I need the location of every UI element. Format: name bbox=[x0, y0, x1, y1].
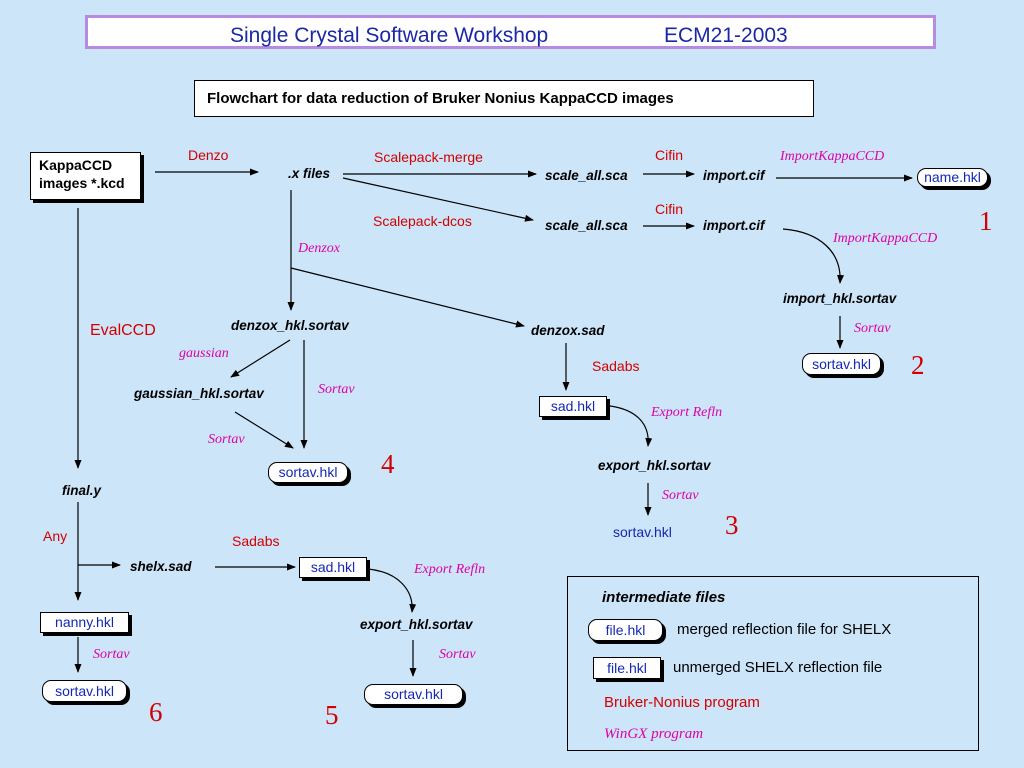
kappaccd-images-box: KappaCCD images *.kcd bbox=[30, 152, 141, 200]
sad-hkl-box-3: sad.hkl bbox=[539, 396, 607, 417]
legend-merged-file-example: file.hkl bbox=[588, 619, 663, 641]
any-label: Any bbox=[43, 528, 68, 544]
legend-unmerged-file-example: file.hkl bbox=[593, 657, 661, 679]
export-refln-label-2: Export Refln bbox=[414, 562, 486, 577]
flowchart-title: Flowchart for data reduction of Bruker N… bbox=[207, 90, 674, 107]
import-hkl-sortav-node: import_hkl.sortav bbox=[783, 291, 897, 306]
evalccd-label: EvalCCD bbox=[90, 322, 156, 339]
import-cif-node-1: import.cif bbox=[703, 168, 765, 183]
final-y-node: final.y bbox=[62, 483, 102, 498]
sortav-hkl-box-2: sortav.hkl bbox=[802, 353, 881, 375]
route-number-2: 2 bbox=[911, 350, 925, 380]
export-hkl-sortav-node-5: export_hkl.sortav bbox=[360, 617, 473, 632]
legend-unmerged-description: unmerged SHELX reflection file bbox=[673, 659, 883, 676]
legend-bruker-program: Bruker-Nonius program bbox=[604, 694, 760, 711]
sortav-label-c: Sortav bbox=[208, 432, 245, 447]
export-hkl-sortav-node-3: export_hkl.sortav bbox=[598, 458, 711, 473]
import-cif-node-2: import.cif bbox=[703, 218, 765, 233]
title-banner: Single Crystal Software Workshop ECM21-2… bbox=[85, 15, 936, 49]
route-number-1: 1 bbox=[979, 206, 993, 236]
cifin-label-2: Cifin bbox=[655, 201, 684, 217]
sad-hkl-box-5: sad.hkl bbox=[299, 557, 367, 578]
kappaccd-label: KappaCCD bbox=[39, 157, 113, 173]
sortav-hkl-box-6: sortav.hkl bbox=[42, 680, 127, 702]
legend-merged-description: merged reflection file for SHELX bbox=[677, 621, 892, 638]
gaussian-label: gaussian bbox=[179, 346, 229, 361]
route-number-3: 3 bbox=[725, 510, 739, 540]
legend-box: intermediate files file.hkl merged refle… bbox=[567, 576, 979, 751]
kcd-images-label: images *.kcd bbox=[39, 175, 125, 191]
route-number-5: 5 bbox=[325, 700, 339, 730]
scale-all-node-2: scale_all.sca bbox=[545, 218, 628, 233]
scalepack-merge-label: Scalepack-merge bbox=[374, 149, 483, 165]
scalepack-dcos-label: Scalepack-dcos bbox=[373, 213, 472, 229]
sortav-hkl-box-5: sortav.hkl bbox=[364, 684, 463, 705]
gaussian-hkl-sortav-node: gaussian_hkl.sortav bbox=[134, 386, 264, 401]
sortav-label-a: Sortav bbox=[854, 321, 891, 336]
sortav-label-f: Sortav bbox=[93, 647, 130, 662]
shelx-sad-node: shelx.sad bbox=[130, 559, 192, 574]
workshop-title: Single Crystal Software Workshop bbox=[230, 24, 549, 47]
name-hkl-box: name.hkl bbox=[917, 168, 988, 187]
sortav-hkl-text-3: sortav.hkl bbox=[613, 524, 672, 540]
sortav-label-d: Sortav bbox=[662, 488, 699, 503]
legend-wingx-program: WinGX program bbox=[604, 726, 704, 742]
denzox-label: Denzox bbox=[298, 241, 340, 256]
importkappaccd-label-2: ImportKappaCCD bbox=[833, 231, 938, 246]
sortav-label-b: Sortav bbox=[318, 382, 355, 397]
sadabs-label-3: Sadabs bbox=[592, 358, 640, 374]
sortav-hkl-box-4: sortav.hkl bbox=[268, 462, 348, 483]
sadabs-label-5: Sadabs bbox=[232, 533, 280, 549]
denzox-hkl-sortav-node: denzox_hkl.sortav bbox=[231, 318, 349, 333]
route-number-6: 6 bbox=[149, 697, 163, 727]
denzox-sad-node: denzox.sad bbox=[531, 323, 605, 338]
importkappaccd-label-1: ImportKappaCCD bbox=[780, 149, 885, 164]
conference-code: ECM21-2003 bbox=[664, 24, 788, 47]
legend-heading: intermediate files bbox=[602, 589, 726, 606]
route-number-4: 4 bbox=[381, 449, 395, 479]
scale-all-node-1: scale_all.sca bbox=[545, 168, 628, 183]
denzo-label: Denzo bbox=[188, 147, 229, 163]
nanny-hkl-box: nanny.hkl bbox=[40, 612, 129, 633]
cifin-label-1: Cifin bbox=[655, 147, 684, 163]
subtitle-box: Flowchart for data reduction of Bruker N… bbox=[194, 80, 814, 117]
export-refln-label-1: Export Refln bbox=[651, 405, 723, 420]
sortav-label-e: Sortav bbox=[439, 647, 476, 662]
x-files-node: .x files bbox=[288, 166, 331, 181]
